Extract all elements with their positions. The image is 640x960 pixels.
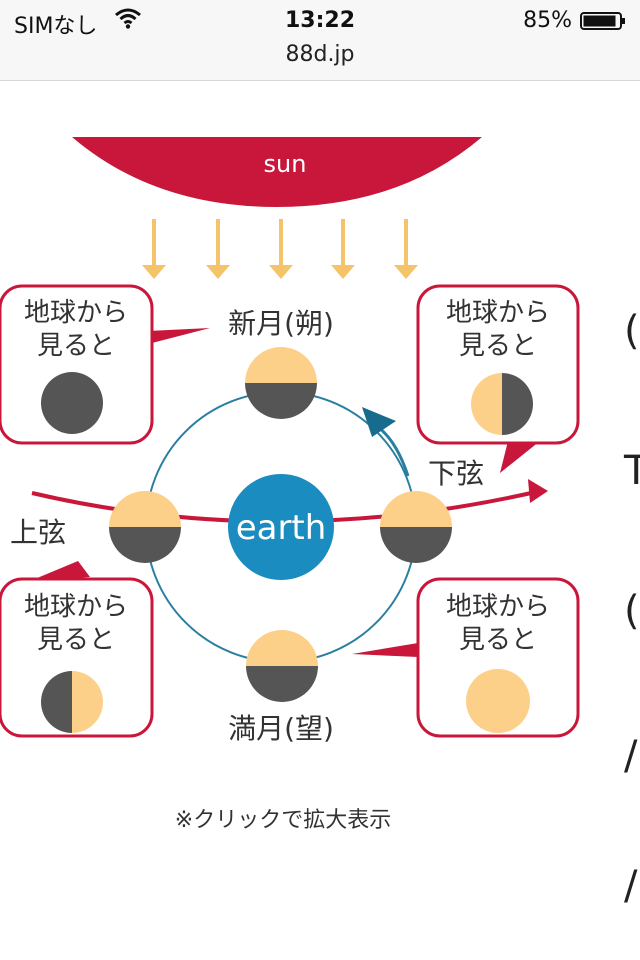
callout-label: 地球から — [446, 298, 550, 328]
callout-label: 見ると — [459, 331, 537, 361]
orbit-direction-arrowhead-icon — [362, 407, 396, 437]
battery-icon — [580, 12, 626, 30]
clock: 13:22 — [284, 8, 356, 33]
full-moon-view — [466, 669, 530, 733]
cut-off-text: T — [624, 448, 640, 494]
cut-off-text: ( — [624, 588, 640, 634]
new-moon-view — [41, 372, 103, 434]
wifi-icon — [114, 6, 142, 34]
address-bar-url[interactable]: 88d.jp — [285, 42, 355, 67]
callout-label: 地球から — [24, 592, 128, 622]
full-moon-label: 満月(望) — [228, 712, 334, 745]
status-bar: SIMなし 13:22 85% 88d.jp — [0, 0, 640, 81]
quarter-line-arrowhead — [528, 479, 548, 503]
battery-percent: 85% — [523, 8, 572, 33]
callout-tail-top-right — [500, 441, 540, 473]
last-quarter-view-lit — [471, 373, 502, 435]
earth-circle — [228, 474, 334, 580]
callout-label: 見ると — [459, 625, 537, 655]
callout-tail-top-left — [148, 328, 210, 344]
cut-off-text: / — [624, 733, 638, 779]
callout-label: 地球から — [24, 298, 128, 328]
page-content: sun earth — [0, 81, 640, 960]
sunlight-arrows — [142, 219, 418, 279]
carrier-label: SIMなし — [14, 14, 98, 39]
callout-bottom-right: 地球から 見ると — [416, 577, 580, 738]
cut-off-text: ( — [624, 308, 640, 354]
earth-label: earth — [236, 508, 327, 548]
callout-label: 地球から — [446, 592, 550, 622]
callout-label: 見ると — [37, 625, 115, 655]
last-quarter-view-dark — [502, 373, 533, 435]
first-quarter-label: 上弦 — [10, 516, 66, 549]
callout-top-right: 地球から 見ると — [416, 284, 580, 445]
callout-label: 見ると — [37, 331, 115, 361]
last-quarter-label: 下弦 — [428, 457, 484, 490]
sun-shape — [72, 137, 482, 207]
moon-last-quarter — [380, 491, 452, 563]
moon-first-quarter — [109, 491, 181, 563]
callout-bottom-left: 地球から 見ると — [0, 577, 154, 738]
moon-full — [246, 630, 318, 702]
first-quarter-view-dark — [41, 671, 72, 733]
moon-new — [245, 347, 317, 419]
cut-off-text: / — [624, 863, 638, 909]
click-to-enlarge-hint[interactable]: ※クリックで拡大表示 — [175, 808, 391, 833]
callout-tail-bottom-left — [30, 561, 90, 581]
sun-label: sun — [264, 150, 307, 178]
first-quarter-view-lit — [72, 671, 103, 733]
callout-top-left: 地球から 見ると — [0, 284, 154, 445]
new-moon-label: 新月(朔) — [228, 307, 334, 340]
moon-phase-diagram[interactable]: sun earth — [0, 81, 600, 881]
callout-tail-bottom-right — [352, 643, 418, 657]
